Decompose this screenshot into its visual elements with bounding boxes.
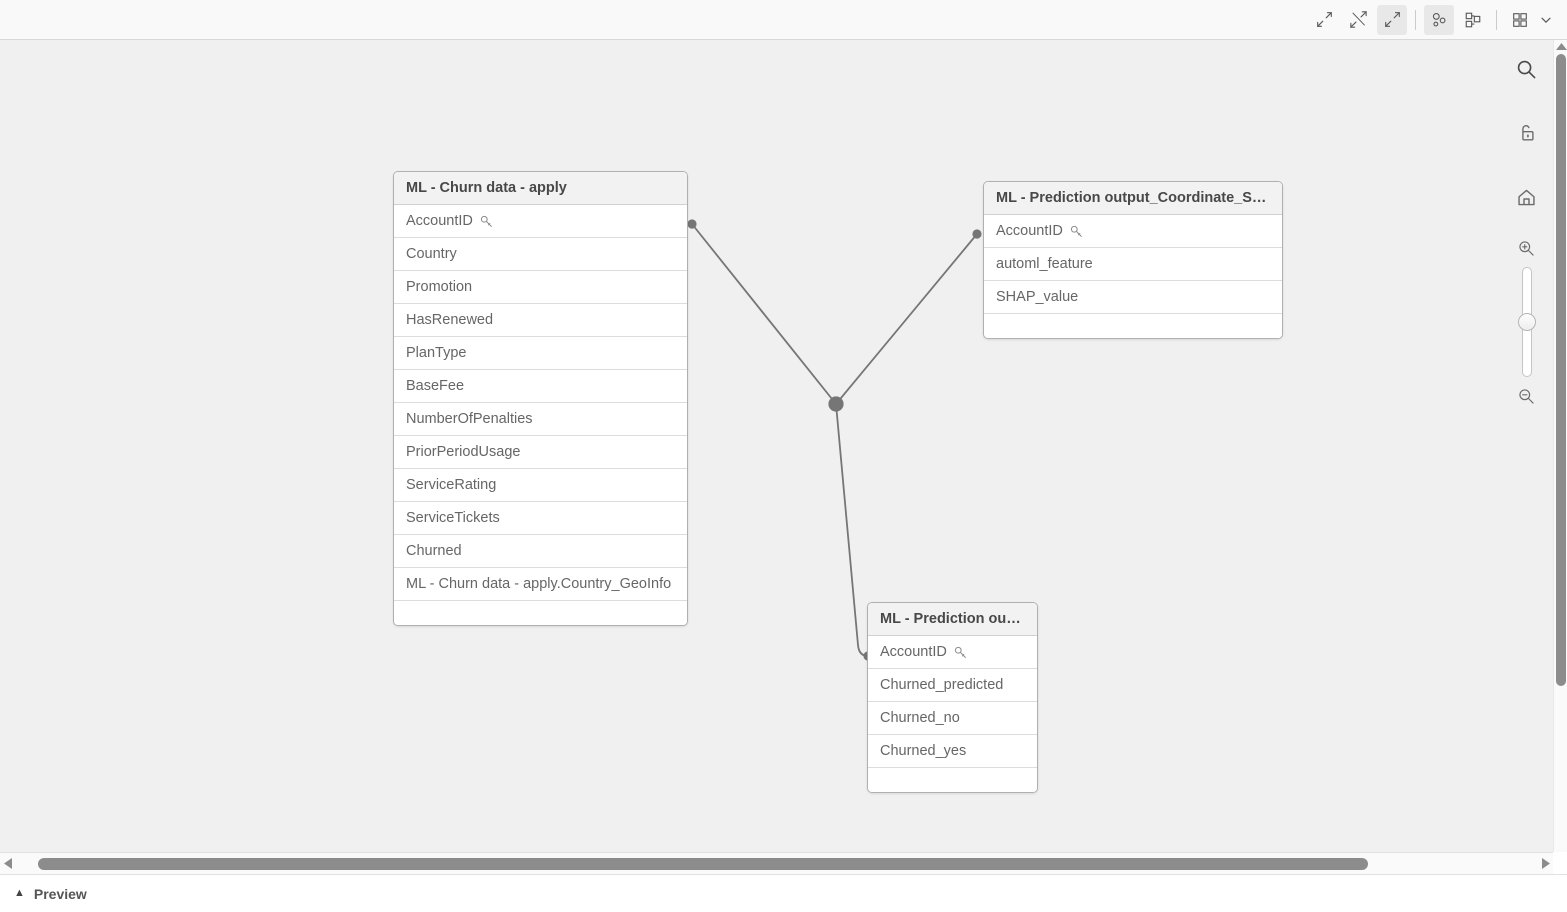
key-icon	[1070, 225, 1083, 238]
key-icon	[480, 215, 493, 228]
data-table-ml-prediction-output-coordinate-shap[interactable]: ML - Prediction output_Coordinate_SH… Acc…	[983, 181, 1283, 339]
table-title[interactable]: ML - Prediction output	[868, 603, 1037, 636]
toolbar-divider-2	[1496, 9, 1497, 30]
vertical-scroll-thumb[interactable]	[1556, 54, 1566, 686]
field-name: PriorPeriodUsage	[406, 444, 521, 460]
field-name: AccountID	[996, 223, 1063, 239]
table-field-row[interactable]: PlanType	[394, 337, 687, 370]
top-toolbar	[0, 0, 1567, 40]
field-name: BaseFee	[406, 378, 465, 394]
table-field-row[interactable]: NumberOfPenalties	[394, 403, 687, 436]
expand-all-icon[interactable]	[1377, 4, 1407, 35]
table-field-row[interactable]: AccountID	[984, 215, 1282, 248]
field-name: Churned_no	[880, 710, 960, 726]
table-field-row[interactable]: AccountID	[868, 636, 1037, 669]
field-name: AccountID	[880, 644, 947, 660]
field-name: PlanType	[406, 345, 467, 361]
left-arrow-icon[interactable]	[0, 853, 16, 875]
up-arrow-icon[interactable]	[1554, 40, 1567, 54]
preview-bar: ▲ Preview	[0, 874, 1567, 912]
toolbar-divider-1	[1415, 9, 1416, 30]
table-field-row[interactable]: HasRenewed	[394, 304, 687, 337]
canvas-tool-rail	[1500, 40, 1553, 852]
field-name: AccountID	[406, 213, 473, 229]
table-field-row[interactable]: Churned_no	[868, 702, 1037, 735]
collapse-all-icon[interactable]	[1309, 5, 1339, 35]
preview-toggle[interactable]: ▲ Preview	[14, 886, 87, 902]
table-footer-dropzone[interactable]	[984, 314, 1282, 338]
field-name: automl_feature	[996, 256, 1093, 272]
home-icon[interactable]	[1510, 180, 1544, 214]
field-name: Country	[406, 246, 457, 262]
field-name: Churned_predicted	[880, 677, 1004, 693]
table-footer-dropzone[interactable]	[868, 768, 1037, 792]
search-icon[interactable]	[1510, 52, 1544, 86]
unlock-icon[interactable]	[1510, 116, 1544, 150]
table-title[interactable]: ML - Prediction output_Coordinate_SH…	[984, 182, 1282, 215]
table-field-row[interactable]: Churned_predicted	[868, 669, 1037, 702]
field-name: Churned_yes	[880, 743, 967, 759]
triangle-up-icon: ▲	[14, 887, 25, 899]
table-field-row[interactable]: Churned_yes	[868, 735, 1037, 768]
zoom-out-icon[interactable]	[1510, 379, 1544, 413]
zoom-slider[interactable]	[1517, 267, 1536, 377]
table-view-icon[interactable]	[1458, 5, 1488, 35]
field-name: ServiceTickets	[406, 510, 500, 526]
table-field-row[interactable]: automl_feature	[984, 248, 1282, 281]
preview-label: Preview	[33, 885, 87, 902]
table-title-text: ML - Prediction output_Coordinate_SH…	[996, 190, 1270, 206]
table-field-row[interactable]: ML - Churn data - apply.Country_GeoInfo	[394, 568, 687, 601]
table-title-text: ML - Prediction output	[880, 611, 1025, 627]
association-links	[687, 219, 982, 661]
right-arrow-icon[interactable]	[1537, 853, 1553, 875]
field-name: NumberOfPenalties	[406, 411, 533, 427]
chevron-down-icon[interactable]	[1537, 5, 1555, 35]
table-field-row[interactable]: AccountID	[394, 205, 687, 238]
table-field-row[interactable]: SHAP_value	[984, 281, 1282, 314]
horizontal-scroll-thumb[interactable]	[38, 857, 1368, 870]
collapse-selected-icon[interactable]	[1343, 5, 1373, 35]
field-name: ServiceRating	[406, 477, 497, 493]
horizontal-scrollbar[interactable]	[0, 852, 1553, 874]
field-name: Promotion	[406, 279, 473, 295]
table-field-row[interactable]: PriorPeriodUsage	[394, 436, 687, 469]
table-field-row[interactable]: ServiceTickets	[394, 502, 687, 535]
field-name: Churned	[406, 543, 462, 559]
vertical-scrollbar[interactable]	[1553, 40, 1567, 852]
table-field-row[interactable]: Promotion	[394, 271, 687, 304]
table-footer-dropzone[interactable]	[394, 601, 687, 625]
field-name: ML - Churn data - apply.Country_GeoInfo	[406, 576, 672, 592]
zoom-slider-knob[interactable]	[1517, 313, 1536, 331]
table-field-row[interactable]: BaseFee	[394, 370, 687, 403]
table-title[interactable]: ML - Churn data - apply	[394, 172, 687, 205]
table-field-row[interactable]: Churned	[394, 535, 687, 568]
field-name: SHAP_value	[996, 289, 1079, 305]
bubbles-view-icon[interactable]	[1424, 4, 1454, 35]
zoom-in-icon[interactable]	[1510, 231, 1544, 265]
grid-view-icon[interactable]	[1505, 5, 1535, 35]
field-name: HasRenewed	[406, 312, 494, 328]
horizontal-scroll-lane[interactable]	[16, 853, 1537, 875]
table-field-row[interactable]: ServiceRating	[394, 469, 687, 502]
table-field-row[interactable]: Country	[394, 238, 687, 271]
key-icon	[954, 646, 967, 659]
table-title-text: ML - Churn data - apply	[406, 180, 567, 196]
